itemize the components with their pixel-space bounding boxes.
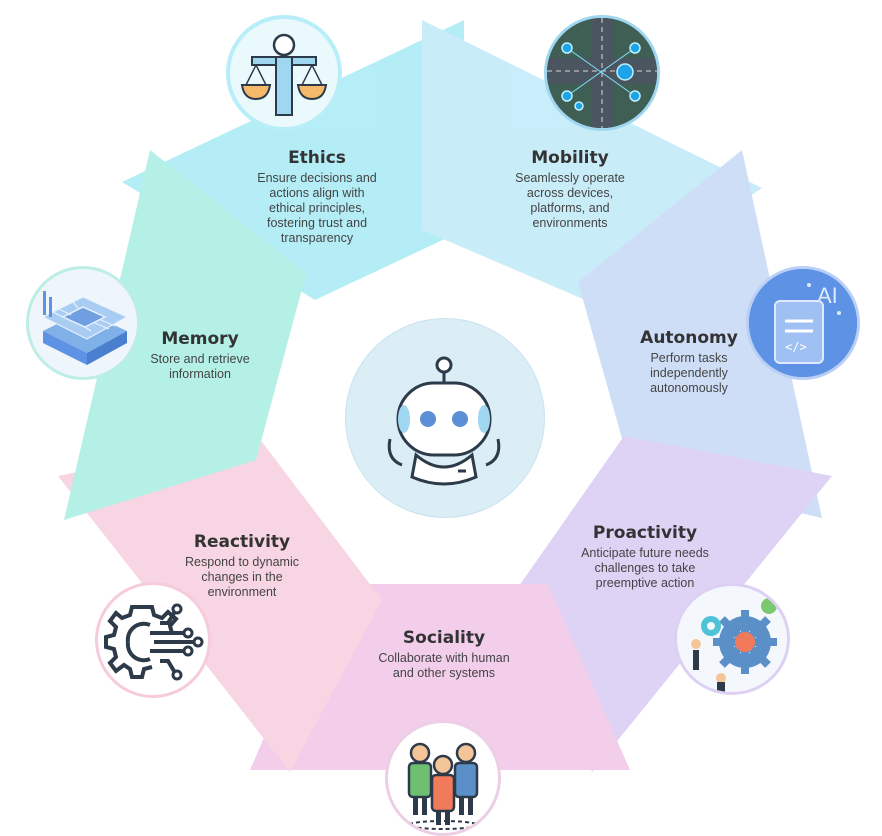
band-sociality [250,584,630,770]
robot-icon [387,356,501,486]
memory-chip-icon [41,291,129,365]
autonomy-label: Autonomy Perform tasks independently aut… [628,328,750,396]
ethics-desc-line: Ensure decisions and [257,171,377,185]
mobility-desc-line: platforms, and [530,201,610,215]
people-group-icon [407,742,479,830]
memory-desc-line: Store and retrieve [150,352,250,366]
sociality-desc-line: and other systems [392,666,496,680]
ethics-description: Ensure decisions and actions align with … [232,171,402,246]
ethics-label: Ethics Ensure decisions and actions alig… [232,148,402,246]
memory-icon-circle [26,266,140,380]
ethics-desc-line: transparency [280,231,354,245]
band-reactivity [58,434,382,772]
mobility-description: Seamlessly operate across devices, platf… [490,171,650,231]
autonomy-desc-line: independently [650,366,728,380]
mobility-icon-circle [544,15,660,131]
autonomy-icon-circle: AI </> [746,266,860,380]
reactivity-label: Reactivity Respond to dynamic changes in… [166,532,318,600]
autonomy-title: Autonomy [640,328,738,348]
proactivity-icon-circle [674,583,790,695]
mobility-desc-line: Seamlessly operate [515,171,625,185]
ai-document-icon: AI </> [749,269,857,377]
proactivity-desc-line: challenges to take [594,561,696,575]
ethics-desc-line: actions align with [269,186,365,200]
ethics-desc-line: ethical principles, [269,201,365,215]
band-proactivity [512,436,832,772]
band-autonomy [578,150,822,518]
reactivity-desc-line: Respond to dynamic [185,555,299,569]
mobility-desc-line: across devices, [526,186,614,200]
proactivity-desc-line: preemptive action [595,576,695,590]
scales-person-icon [240,33,328,116]
sociality-desc-line: Collaborate with human [378,651,510,665]
band-mobility [422,20,762,302]
sociality-description: Collaborate with human and other systems [352,651,536,681]
ethics-title: Ethics [288,148,346,168]
gear-circuit-icon [104,603,204,681]
sociality-label: Sociality Collaborate with human and oth… [352,628,536,681]
band-memory [64,150,306,520]
reactivity-title: Reactivity [193,532,291,552]
sociality-icon-circle [385,720,501,836]
mobility-title: Mobility [531,148,609,168]
ethics-desc-line: fostering trust and [266,216,368,230]
memory-description: Store and retrieve information [140,352,260,382]
mobility-desc-line: environments [532,216,608,230]
ethics-icon-circle [226,15,342,131]
reactivity-desc-line: environment [207,585,277,599]
svg-text:</>: </> [785,340,807,354]
memory-title: Memory [161,329,239,349]
reactivity-desc-line: changes in the [201,570,283,584]
autonomy-desc-line: autonomously [650,381,728,395]
mobility-label: Mobility Seamlessly operate across devic… [490,148,650,231]
memory-label: Memory Store and retrieve information [140,329,260,382]
autonomy-desc-line: Perform tasks [650,351,728,365]
reactivity-icon-circle [95,582,211,698]
sociality-title: Sociality [402,628,486,648]
proactivity-description: Anticipate future needs challenges to ta… [562,546,728,591]
proactivity-label: Proactivity Anticipate future needs chal… [562,523,728,591]
reactivity-description: Respond to dynamic changes in the enviro… [166,555,318,600]
proactivity-title: Proactivity [592,523,698,543]
autonomy-description: Perform tasks independently autonomously [628,351,750,396]
traffic-network-icon [547,18,657,128]
proactivity-desc-line: Anticipate future needs [581,546,709,560]
memory-desc-line: information [169,367,231,381]
center-circle [345,318,545,518]
band-ethics [122,20,464,300]
gears-team-icon [691,598,777,692]
